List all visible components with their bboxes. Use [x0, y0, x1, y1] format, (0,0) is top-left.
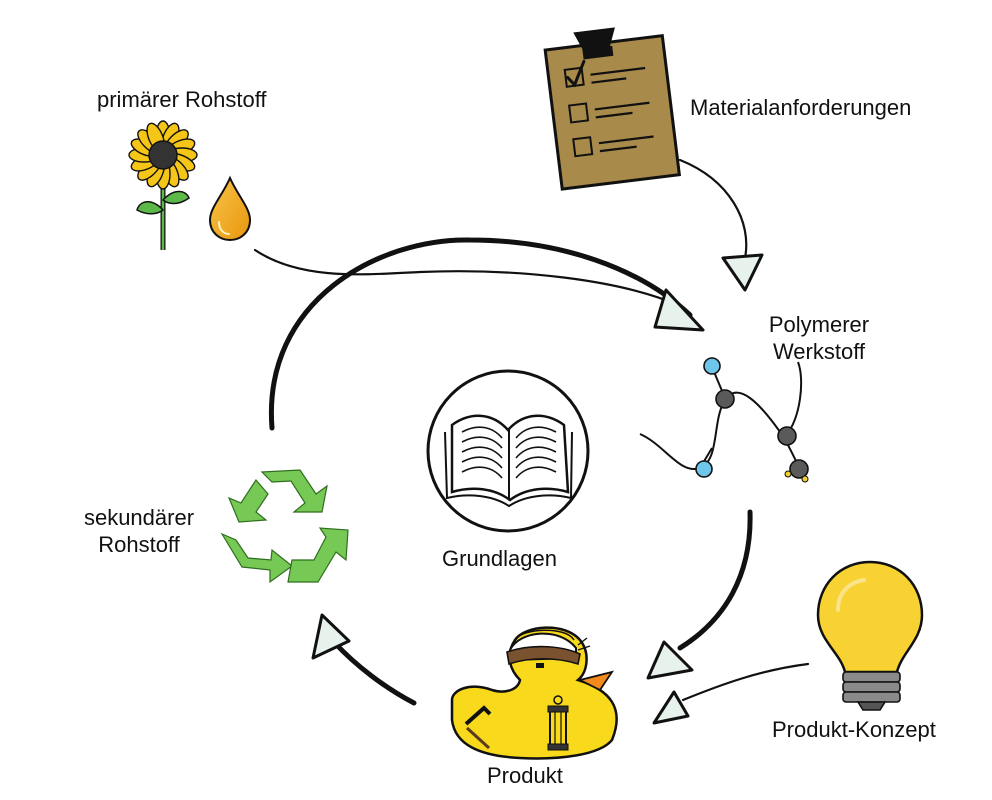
label-primary-raw-material: primärer Rohstoff: [97, 87, 267, 112]
label-product-concept: Produkt-Konzept: [772, 717, 936, 742]
sunflower-icon: [128, 120, 198, 250]
open-book-icon: [426, 369, 590, 533]
label-secondary-raw-material: sekundärer Rohstoff: [64, 504, 214, 558]
cycle-arc-bottom-left: [331, 639, 417, 706]
cycle-arc-top: [268, 237, 693, 431]
label-product: Produkt: [487, 763, 563, 788]
label-secondary-line1: sekundärer: [83, 505, 195, 530]
light-bulb-icon: [816, 560, 924, 711]
label-polymer-line1: Polymerer: [768, 312, 870, 337]
cycle-arc-right: [677, 509, 753, 651]
atom-gray: [715, 389, 735, 409]
atom-gray: [777, 426, 797, 446]
arrowheads: [311, 253, 764, 725]
molecule-chain-icon: [639, 357, 809, 483]
arrowhead-to-product: [646, 640, 694, 680]
label-material-requirements: Materialanforderungen: [690, 95, 912, 120]
arrowhead-from-requirements: [721, 253, 764, 292]
arrowhead-to-recycle: [311, 613, 351, 660]
arrowhead-from-concept: [652, 690, 690, 725]
atom-blue: [703, 357, 721, 375]
clipboard-checklist-icon: [543, 27, 682, 191]
feed-curves: [253, 158, 810, 702]
arrowhead-to-polymer: [653, 288, 705, 332]
label-polymer-line2: Werkstoff: [772, 339, 866, 364]
feed-curve-requirements: [678, 158, 748, 260]
feed-curve-concept: [681, 662, 810, 702]
label-fundamentals: Grundlagen: [442, 546, 557, 571]
atom-gray: [789, 459, 809, 479]
atom-blue: [695, 460, 713, 478]
cycle-arcs: [268, 237, 753, 706]
label-polymer-material: Polymerer Werkstoff: [752, 311, 886, 365]
recycling-icon: [220, 469, 349, 584]
rubber-duck-icon: [450, 626, 618, 760]
label-secondary-line2: Rohstoff: [98, 532, 180, 557]
feed-curve-primary: [253, 248, 680, 307]
oil-drop-icon: [208, 175, 252, 242]
